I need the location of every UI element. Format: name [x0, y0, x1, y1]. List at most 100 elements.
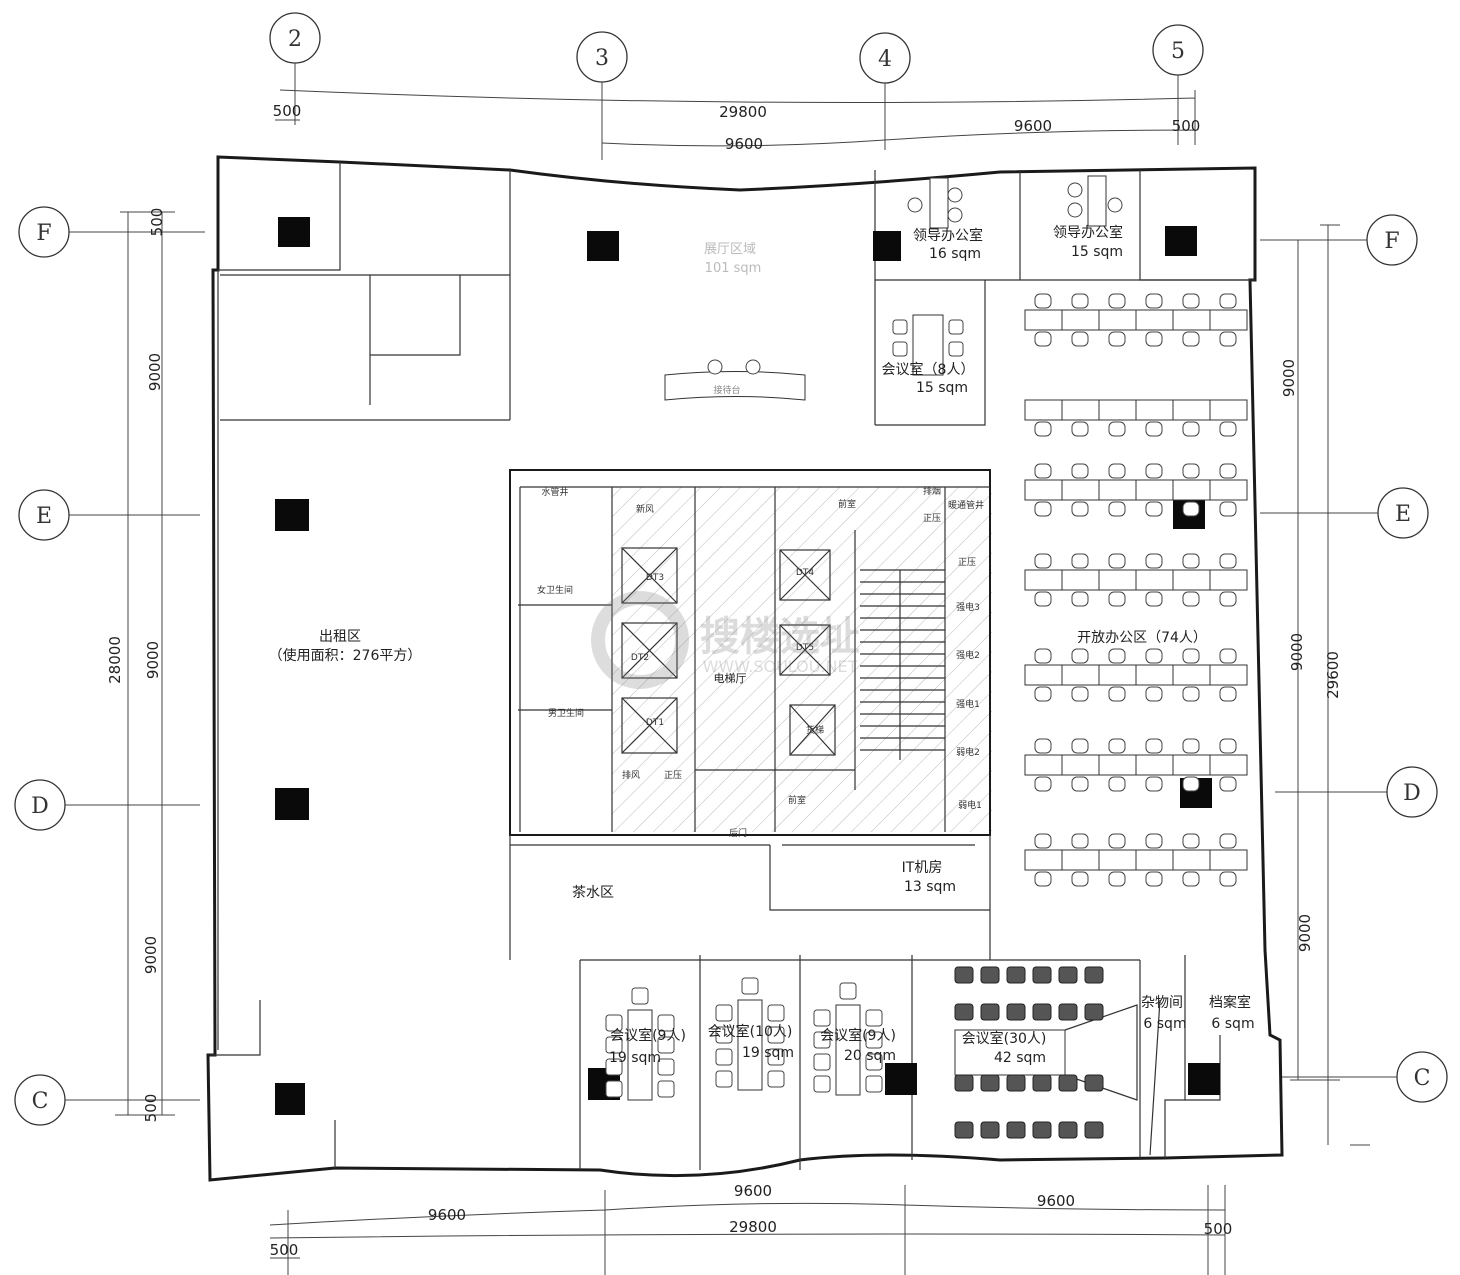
dimension-label: 9600 — [734, 1182, 772, 1200]
office-chair — [1067, 182, 1083, 198]
room-area: 15 sqm — [916, 380, 968, 396]
svg-text:WWW.SOULOU.NET: WWW.SOULOU.NET — [703, 657, 858, 676]
room-area: 6 sqm — [1211, 1016, 1254, 1032]
training-chair — [980, 1074, 1000, 1092]
grid-label: C — [32, 1089, 49, 1114]
electric-room-label: 强电3 — [956, 601, 980, 613]
training-chair — [980, 1121, 1000, 1139]
office-chair — [1034, 591, 1052, 607]
grid-label: 5 — [1171, 39, 1185, 64]
workstation-desk — [1098, 399, 1137, 421]
office-chair — [1182, 463, 1200, 479]
meeting-chair — [605, 1014, 623, 1032]
meeting-table — [912, 314, 944, 376]
workstation-desk — [1135, 479, 1174, 501]
office-chair — [1219, 833, 1237, 849]
dimension-label: 9000 — [144, 641, 162, 679]
electric-room-label: 弱电2 — [956, 746, 980, 758]
office-chair — [1034, 501, 1052, 517]
office-chair — [1108, 686, 1126, 702]
workstation-desk — [1061, 849, 1100, 871]
office-chair — [1219, 738, 1237, 754]
dimension-label: 500 — [270, 1241, 299, 1259]
office-chair — [1145, 501, 1163, 517]
office-chair — [1145, 331, 1163, 347]
front-room-label: 前室 — [838, 498, 856, 510]
workstation-desk — [1061, 569, 1100, 591]
workstation-desk — [1024, 849, 1063, 871]
meeting-chair — [715, 1070, 733, 1088]
core-hatched-area — [612, 487, 992, 832]
room-name: 档案室 — [1209, 994, 1251, 1011]
room-name: 出租区 — [319, 629, 361, 645]
training-chair — [1084, 966, 1104, 984]
meeting-chair — [767, 1070, 785, 1088]
office-chair — [1145, 738, 1163, 754]
office-chair — [1071, 421, 1089, 437]
training-chair — [954, 1074, 974, 1092]
workstation-desk — [1061, 479, 1100, 501]
workstation-desk — [1172, 479, 1211, 501]
elevators — [621, 547, 836, 756]
training-chair — [1006, 1074, 1026, 1092]
office-chair — [1182, 591, 1200, 607]
meeting-chair — [715, 1026, 733, 1044]
office-chair — [1145, 553, 1163, 569]
grid-label: F — [36, 221, 51, 246]
training-chair — [1058, 966, 1078, 984]
meeting-chair — [813, 1009, 831, 1027]
meeting-chair — [767, 1026, 785, 1044]
office-chair — [1219, 591, 1237, 607]
grid-label: 4 — [878, 47, 892, 72]
room-name: 会议室(30人) — [962, 1030, 1047, 1047]
pressurization-label: 正压 — [664, 770, 682, 781]
room-area: 16 sqm — [929, 246, 981, 262]
pressurization-label: 正压 — [958, 557, 976, 568]
hvac-shaft-label: 暖通管井 — [948, 499, 984, 511]
training-chair — [1058, 1003, 1078, 1021]
office-chair — [1145, 686, 1163, 702]
office-chair — [1034, 833, 1052, 849]
training-chair — [980, 1003, 1000, 1021]
office-chair — [1145, 871, 1163, 887]
meeting-chair — [839, 982, 857, 1000]
meeting-chair — [813, 1031, 831, 1049]
workstation-desk — [1024, 754, 1063, 776]
room-name: 茶水区 — [572, 885, 614, 901]
dimension-label: 9000 — [1288, 633, 1306, 671]
training-chair — [1032, 1121, 1052, 1139]
office-chair — [947, 207, 963, 223]
office-chair — [1219, 501, 1237, 517]
office-desk — [929, 177, 949, 229]
front-room-label: 前室 — [788, 794, 806, 806]
dimension-label: 9600 — [1037, 1192, 1075, 1210]
dimension-label: 9000 — [142, 936, 160, 974]
office-chair — [1182, 553, 1200, 569]
workstation-desk — [1061, 309, 1100, 331]
room-area: 42 sqm — [994, 1050, 1046, 1066]
room-name: 会议室(9人) — [610, 1027, 686, 1044]
dimension-label: 9600 — [428, 1206, 466, 1224]
pressurization-label: 正压 — [923, 513, 941, 524]
building-core: DT2 DT3 DT1 DT4 DT5 货梯 水管井 女卫生间 男卫生间 新风 … — [509, 469, 992, 960]
office-chair — [1145, 293, 1163, 309]
office-chair — [1107, 197, 1123, 213]
office-chair — [1108, 501, 1126, 517]
office-chair — [1108, 331, 1126, 347]
office-chair — [1182, 293, 1200, 309]
dimension-label: 28000 — [106, 636, 124, 684]
meeting-chair — [715, 1004, 733, 1022]
office-chair — [1182, 833, 1200, 849]
meeting-chair — [767, 1048, 785, 1066]
dimension-label: 9600 — [1014, 117, 1052, 135]
meeting-chair — [631, 987, 649, 1005]
workstation-desk — [1135, 569, 1174, 591]
workstation-desk — [1098, 309, 1137, 331]
elevator-label: DT3 — [646, 573, 664, 583]
office-chair — [1108, 871, 1126, 887]
office-chair — [1071, 648, 1089, 664]
meeting-chair — [865, 1009, 883, 1027]
office-chair — [1219, 463, 1237, 479]
office-chair — [1108, 738, 1126, 754]
